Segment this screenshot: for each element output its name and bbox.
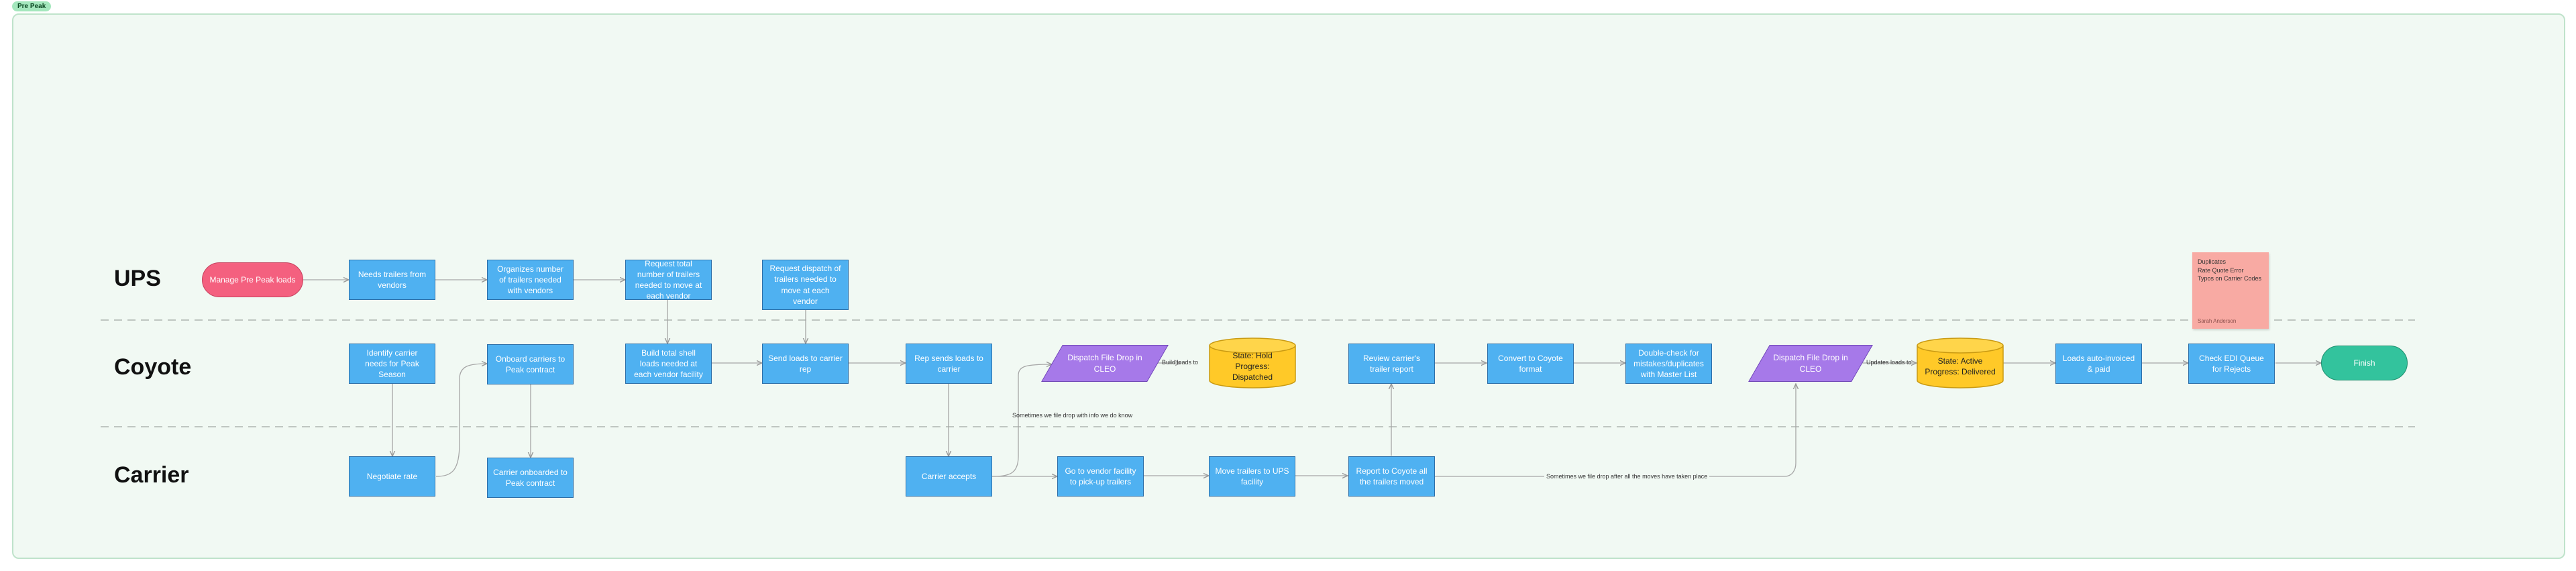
process-go-vendor[interactable]: Go to vendor facility to pick-up trailer… (1057, 456, 1144, 497)
cylinder-shape (1209, 338, 1296, 388)
process-onboard-carriers[interactable]: Onboard carriers to Peak contract (487, 344, 574, 384)
process-request-dispatch[interactable]: Request dispatch of trailers needed to m… (762, 260, 849, 310)
sticky-note[interactable]: Duplicates Rate Quote Error Typos on Car… (2192, 252, 2269, 329)
sticky-line: Typos on Carrier Codes (2198, 275, 2262, 282)
state-hold-label: State: Hold Progress: Dispatched (1232, 350, 1273, 382)
lane-label-coyote: Coyote (114, 354, 192, 380)
flow-arrows (303, 280, 2321, 476)
process-build-shell-loads[interactable]: Build total shell loads needed at each v… (625, 344, 712, 384)
process-convert-format[interactable]: Convert to Coyote format (1487, 344, 1574, 384)
process-double-check[interactable]: Double-check for mistakes/duplicates wit… (1625, 344, 1712, 384)
lane-dividers (101, 319, 2415, 427)
file-drop-dispatch-1-label: Dispatch File Drop in CLEO (1067, 353, 1142, 374)
frame-title[interactable]: Pre Peak (12, 1, 52, 11)
edge-label-file-drop-note: Sometimes we file drop with info we do k… (1012, 412, 1133, 419)
cylinder-shape (1917, 338, 2004, 388)
process-carrier-accepts[interactable]: Carrier accepts (906, 456, 992, 497)
process-rep-sends-loads[interactable]: Rep sends loads to carrier (906, 344, 992, 384)
sticky-line: Rate Quote Error (2198, 266, 2244, 274)
process-loads-invoiced[interactable]: Loads auto-invoiced & paid (2055, 344, 2142, 384)
sticky-author: Sarah Anderson (2198, 317, 2237, 324)
edge-label-file-drop-after: Sometimes we file drop after all the mov… (1544, 473, 1710, 480)
file-drop-dispatch-1[interactable]: Dispatch File Drop in CLEO (1041, 345, 1169, 382)
process-report-coyote[interactable]: Report to Coyote all the trailers moved (1348, 456, 1435, 497)
process-carrier-onboarded[interactable]: Carrier onboarded to Peak contract (487, 458, 574, 498)
file-drop-dispatch-2-label: Dispatch File Drop in CLEO (1773, 353, 1848, 374)
process-request-total[interactable]: Request total number of trailers needed … (625, 259, 712, 301)
end-finish[interactable]: Finish (2321, 346, 2408, 380)
process-review-report[interactable]: Review carrier's trailer report (1348, 344, 1435, 384)
process-organizes-trailers[interactable]: Organizes number of trailers needed with… (487, 260, 574, 300)
file-drop-dispatch-2[interactable]: Dispatch File Drop in CLEO (1748, 345, 1873, 382)
edge-label-build-loads: Build loads to (1162, 359, 1199, 366)
sticky-line: Duplicates (2198, 258, 2226, 265)
state-hold-cylinder[interactable]: State: Hold Progress: Dispatched (1209, 338, 1296, 388)
process-needs-trailers[interactable]: Needs trailers from vendors (349, 260, 435, 300)
process-negotiate-rate[interactable]: Negotiate rate (349, 456, 435, 497)
process-check-edi[interactable]: Check EDI Queue for Rejects (2188, 344, 2275, 384)
lane-label-carrier: Carrier (114, 462, 189, 488)
state-active-label: State: Active Progress: Delivered (1925, 356, 1996, 376)
lane-label-ups: UPS (114, 266, 161, 291)
state-active-cylinder[interactable]: State: Active Progress: Delivered (1917, 338, 2004, 388)
start-manage-pre-peak[interactable]: Manage Pre Peak loads (202, 262, 303, 297)
process-move-trailers[interactable]: Move trailers to UPS facility (1209, 456, 1295, 497)
edge-label-updates-loads: Updates loads to (1866, 359, 1912, 366)
process-identify-carrier[interactable]: Identify carrier needs for Peak Season (349, 344, 435, 384)
process-send-loads[interactable]: Send loads to carrier rep (762, 344, 849, 384)
